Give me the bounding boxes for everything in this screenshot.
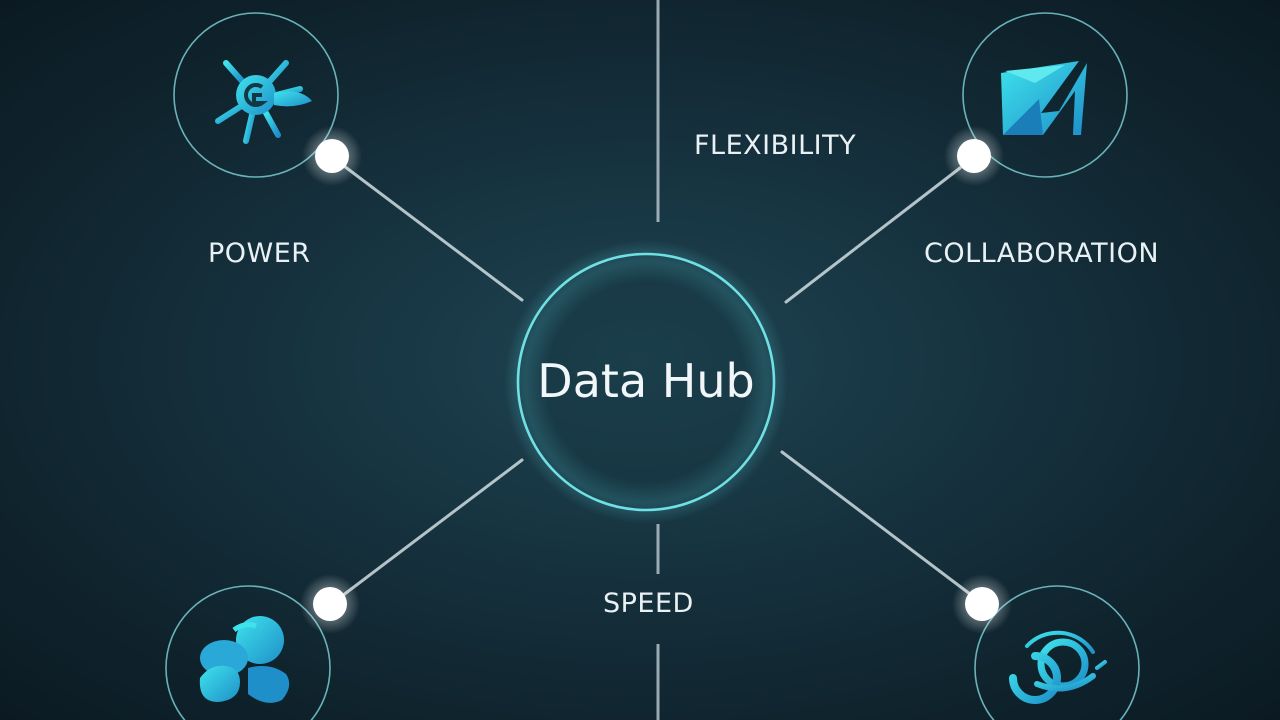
connector-bottom-left (340, 458, 524, 598)
collaboration-label: COLLABORATION (924, 238, 1160, 269)
flexibility-label: FLEXIBILITY (694, 130, 857, 161)
sunburst-icon (209, 48, 312, 144)
endpoint-bottom-right (952, 574, 1012, 634)
power-label: POWER (208, 238, 311, 269)
swirl-icon (1009, 630, 1107, 704)
endpoint-bottom-left (300, 574, 360, 634)
power-node-ring (173, 12, 339, 178)
connector-collaboration (784, 166, 962, 304)
speed-label: SPEED (603, 588, 694, 619)
connector-power (342, 164, 524, 302)
endpoint-collaboration (944, 126, 1004, 186)
arrow-chevron-icon (1001, 61, 1087, 135)
hub-title: Data Hub (537, 354, 755, 408)
people-icon (199, 616, 290, 703)
bottom-right-node-ring (974, 585, 1140, 720)
hub-glow (504, 240, 788, 524)
bottom-left-node-ring (165, 585, 331, 720)
connector-bottom-right (780, 450, 972, 596)
collaboration-node-ring (962, 12, 1128, 178)
endpoint-power (302, 126, 362, 186)
hub-circle (516, 252, 776, 512)
